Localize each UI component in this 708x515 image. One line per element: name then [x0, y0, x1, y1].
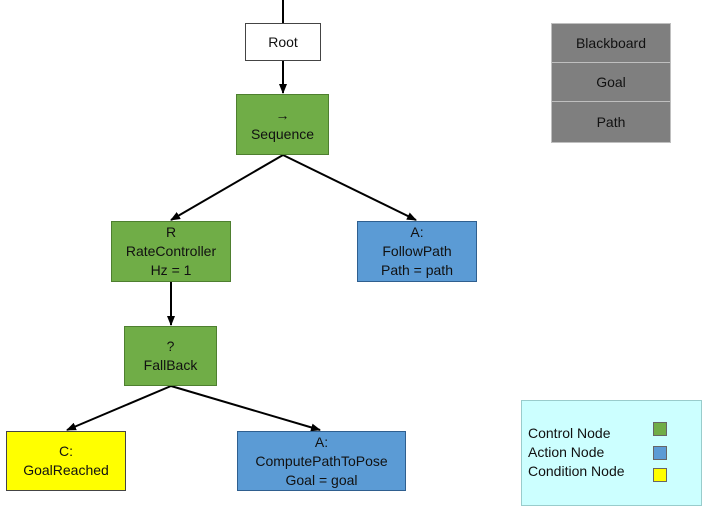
root-node: Root [245, 23, 321, 61]
edge-sequence-to-ratecontroller [170, 154, 284, 221]
legend-swatch-condition [653, 468, 667, 482]
follow-path-node-label: FollowPath [382, 243, 452, 259]
compute-path-node: A: ComputePathToPose Goal = goal [237, 431, 406, 491]
edge-fallback-to-computepath [170, 385, 321, 432]
blackboard-entry-goal: Goal [551, 62, 671, 102]
goal-reached-node: C: GoalReached [6, 431, 126, 491]
legend-swatch-action [653, 446, 667, 460]
sequence-node: → Sequence [236, 94, 329, 155]
sequence-node-symbol: → [275, 106, 290, 123]
compute-path-node-symbol: A: [314, 433, 329, 450]
fallback-node-label: FallBack [143, 357, 198, 373]
goal-reached-node-label: GoalReached [23, 462, 109, 478]
edge-sequence-to-followpath [282, 154, 417, 221]
fallback-node-symbol: ? [166, 338, 175, 354]
root-node-label: Root [268, 33, 298, 50]
legend-label-condition: Condition Node [528, 463, 625, 479]
edge-fallback-to-goalreached [66, 385, 172, 431]
legend-swatch-control [653, 422, 667, 436]
blackboard-entry-path: Path [551, 101, 671, 143]
compute-path-node-label: ComputePathToPose [255, 452, 388, 469]
rate-controller-node-symbol: R [165, 224, 177, 240]
blackboard-title: Blackboard [551, 23, 671, 63]
rate-controller-node-param: Hz = 1 [150, 262, 192, 278]
sequence-node-label: Sequence [250, 125, 315, 142]
compute-path-node-param: Goal = goal [285, 471, 358, 488]
rate-controller-node: R RateController Hz = 1 [111, 221, 231, 282]
legend-box: Control Node Action Node Condition Node [521, 400, 702, 506]
rate-controller-node-label: RateController [125, 243, 217, 259]
follow-path-node: A: FollowPath Path = path [357, 221, 477, 282]
legend-label-control: Control Node [528, 425, 611, 441]
follow-path-node-param: Path = path [380, 262, 453, 278]
goal-reached-node-symbol: C: [59, 443, 73, 459]
legend-label-action: Action Node [528, 444, 605, 460]
fallback-node: ? FallBack [124, 326, 217, 386]
follow-path-node-symbol: A: [410, 224, 424, 240]
